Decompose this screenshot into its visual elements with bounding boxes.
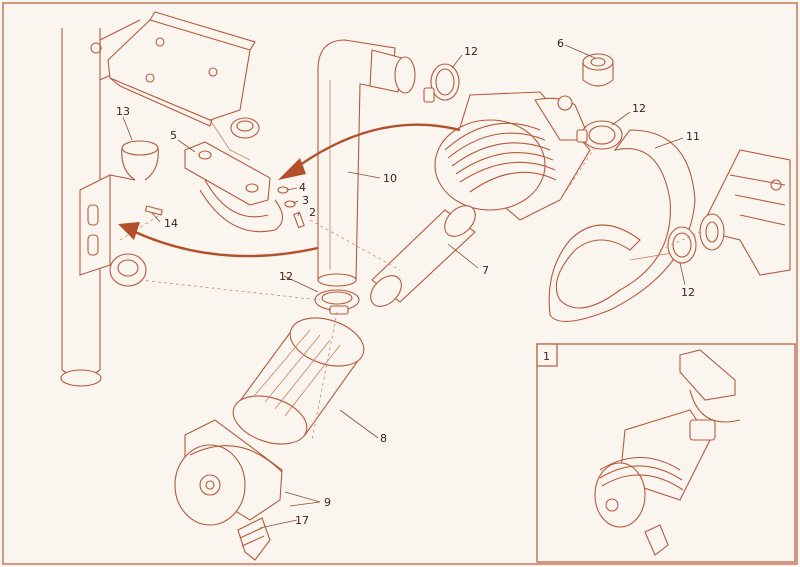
hose-clamp-12a — [423, 63, 460, 103]
inset-number: 1 — [543, 350, 550, 363]
inset-assembly — [594, 349, 741, 556]
clamp-5 — [184, 141, 284, 233]
label-4: 4 — [299, 181, 306, 194]
assembly-arrows — [118, 123, 461, 258]
mounting-plate — [107, 11, 256, 161]
fasteners — [144, 186, 305, 229]
filter-insert-7 — [370, 205, 476, 307]
hose-clamp-12c — [667, 226, 697, 264]
label-5: 5 — [170, 129, 177, 142]
label-9: 9 — [324, 496, 331, 509]
grommet — [230, 117, 260, 139]
filter-element-8 — [232, 317, 365, 445]
label-17: 17 — [295, 514, 309, 527]
centerlines — [119, 139, 701, 441]
hose-clamp-12d — [314, 289, 360, 315]
label-12-right: 12 — [632, 102, 646, 115]
label-12-top: 12 — [464, 45, 478, 58]
filter-bowl-9 — [174, 419, 283, 526]
engine-block — [699, 149, 791, 276]
bracket-13 — [79, 140, 159, 287]
label-12-lower-right: 12 — [681, 286, 695, 299]
label-2: 2 — [309, 206, 316, 219]
label-14: 14 — [164, 217, 178, 230]
label-10: 10 — [383, 172, 397, 185]
air-filter-housing — [434, 91, 591, 221]
part-labels: 1 2 3 4 5 6 7 8 9 10 11 12 12 12 12 13 1… — [116, 37, 700, 527]
label-12-center: 12 — [279, 270, 293, 283]
label-7: 7 — [482, 264, 489, 277]
cap-6 — [582, 53, 614, 87]
hose-clamp-12b — [576, 120, 623, 150]
label-11: 11 — [686, 130, 700, 143]
label-13: 13 — [116, 105, 130, 118]
leader-lines — [122, 44, 686, 529]
label-3: 3 — [302, 194, 309, 207]
label-6: 6 — [557, 37, 564, 50]
intake-pipe-10 — [317, 39, 416, 287]
drain-valve-17 — [237, 517, 271, 561]
inset-frame — [536, 343, 796, 563]
label-8: 8 — [380, 432, 387, 445]
